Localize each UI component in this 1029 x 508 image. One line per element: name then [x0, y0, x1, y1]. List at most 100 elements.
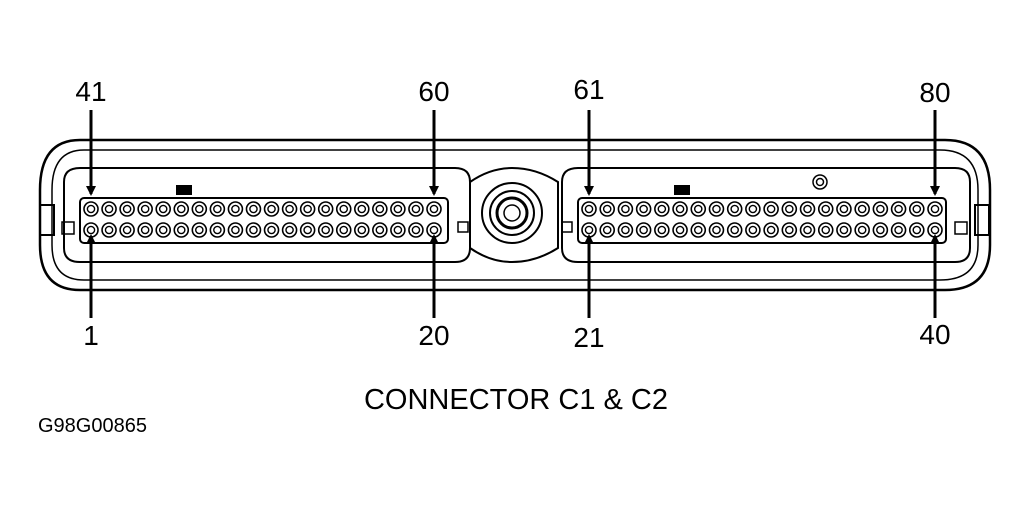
- pin-contact: [213, 204, 222, 214]
- pin-contact: [231, 225, 240, 235]
- label-c2-bottom-left: 21: [573, 322, 604, 353]
- pin-arrows: [86, 110, 940, 318]
- pin-socket: [372, 222, 388, 238]
- figure-id: G98G00865: [38, 415, 147, 437]
- pin-contact: [857, 204, 867, 214]
- pin-socket: [799, 201, 816, 217]
- pin-contact: [249, 204, 258, 214]
- pin-socket: [372, 201, 388, 217]
- pin-contact: [639, 225, 648, 235]
- pin-contact: [122, 225, 132, 235]
- pin-contact: [375, 204, 385, 214]
- pin-socket: [281, 222, 298, 238]
- pin-contact: [321, 204, 330, 214]
- pin-socket: [353, 222, 370, 238]
- pin-contact: [249, 225, 258, 235]
- pin-socket: [137, 222, 153, 238]
- pin-socket: [781, 201, 798, 217]
- pin-socket: [581, 222, 597, 238]
- pin-contact: [821, 204, 831, 214]
- pin-contact: [821, 225, 831, 235]
- pin-socket: [390, 222, 406, 238]
- pin-contact: [158, 204, 168, 214]
- pin-socket: [763, 201, 779, 217]
- pin-contact: [930, 225, 940, 235]
- pin-contact: [158, 225, 168, 235]
- pin-socket: [726, 222, 743, 238]
- pin-socket: [317, 222, 334, 238]
- pin-socket: [173, 201, 190, 217]
- pin-contact: [639, 204, 648, 214]
- pin-contact: [712, 204, 721, 214]
- pin-socket: [854, 222, 870, 238]
- pin-socket: [745, 201, 761, 217]
- pin-contact: [730, 225, 739, 235]
- pin-contact: [766, 225, 776, 235]
- pin-contact: [303, 204, 312, 214]
- connector-c1-block: [79, 197, 449, 244]
- pin-socket: [872, 222, 889, 238]
- pin-contact: [104, 225, 114, 235]
- pin-socket: [191, 201, 208, 217]
- pin-socket: [426, 201, 442, 217]
- c2-key-icon: [674, 185, 690, 195]
- pin-socket: [83, 201, 99, 217]
- c2-alignment-hole-icon: [812, 174, 828, 190]
- pin-socket: [173, 222, 190, 238]
- pin-contact: [321, 225, 330, 235]
- pin-contact: [357, 204, 367, 214]
- pin-contact: [357, 225, 367, 235]
- pin-socket: [599, 201, 616, 217]
- pin-socket: [408, 201, 424, 217]
- pin-socket: [599, 222, 616, 238]
- pin-socket: [408, 222, 424, 238]
- pin-contact: [602, 204, 612, 214]
- pin-contact: [857, 225, 867, 235]
- pin-contact: [785, 225, 794, 235]
- pin-socket: [155, 222, 172, 238]
- pin-socket: [227, 201, 244, 217]
- label-c2-bottom-right: 40: [919, 319, 950, 350]
- pin-contact: [876, 204, 885, 214]
- pin-contact: [303, 225, 312, 235]
- pin-contact: [584, 225, 594, 235]
- pin-socket: [83, 222, 99, 238]
- pin-contact: [693, 225, 703, 235]
- c1-key-icon: [176, 185, 192, 195]
- pin-contact: [339, 225, 349, 235]
- pin-socket: [635, 201, 652, 217]
- pin-contact: [766, 204, 776, 214]
- pin-contact: [912, 225, 922, 235]
- pin-socket: [927, 222, 943, 238]
- pin-contact: [231, 204, 240, 214]
- pin-contact: [912, 204, 922, 214]
- pin-socket: [335, 222, 352, 238]
- pin-socket: [654, 222, 670, 238]
- pin-socket: [281, 201, 298, 217]
- label-c1-top-right: 60: [418, 76, 449, 107]
- pin-contact: [122, 204, 132, 214]
- pin-contact: [176, 225, 186, 235]
- pin-contact: [86, 204, 96, 214]
- pin-socket: [299, 222, 316, 238]
- pin-contact: [839, 204, 849, 214]
- pin-contact: [267, 204, 276, 214]
- pin-contact: [411, 204, 421, 214]
- pin-contact: [785, 204, 794, 214]
- pin-socket: [799, 222, 816, 238]
- pin-socket: [927, 201, 943, 217]
- pin-contact: [267, 225, 276, 235]
- connector-housing: [38, 138, 992, 292]
- pin-socket: [263, 201, 280, 217]
- pin-socket: [335, 201, 352, 217]
- pin-contact: [195, 225, 204, 235]
- center-jackscrew-icon: [481, 182, 543, 244]
- pin-contact: [411, 225, 421, 235]
- connector-c2-block: [577, 197, 947, 244]
- pin-socket: [690, 201, 707, 217]
- pin-contact: [693, 204, 703, 214]
- pin-socket: [245, 222, 262, 238]
- pin-contact: [140, 225, 150, 235]
- pin-contact: [675, 204, 685, 214]
